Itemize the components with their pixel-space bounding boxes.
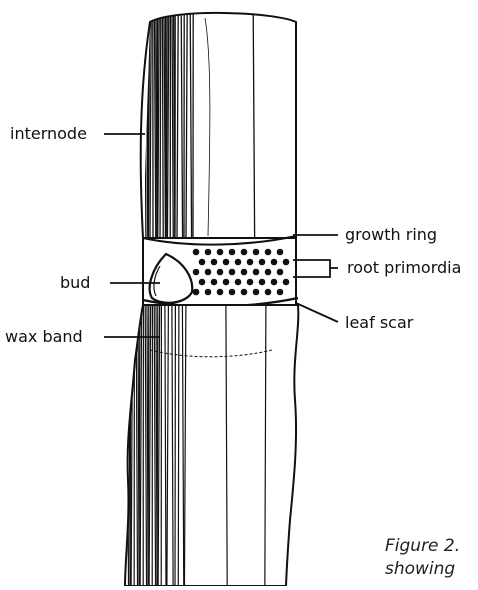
root-primordium-dot: [223, 279, 230, 286]
figure-caption-line1: Figure 2.: [385, 535, 460, 557]
root-primordium-dot: [253, 249, 260, 256]
root-primordium-dot: [265, 289, 272, 296]
root-primordium-dot: [205, 249, 212, 256]
root-primordium-dot: [277, 269, 284, 276]
root-primordium-dot: [193, 249, 200, 256]
root-primordium-dot: [265, 249, 272, 256]
root-primordium-dot: [241, 289, 248, 296]
root-primordium-dot: [211, 279, 218, 286]
root-primordium-dot: [277, 249, 284, 256]
root-primordium-dot: [199, 279, 206, 286]
root-primordium-dot: [247, 279, 254, 286]
root-primordia-label: root primordia: [347, 259, 461, 277]
figure-caption-line2: showing: [385, 558, 455, 580]
root-primordium-dot: [283, 279, 290, 286]
root-primordium-dot: [229, 269, 236, 276]
root-primordium-dot: [205, 269, 212, 276]
root-primordium-dot: [241, 249, 248, 256]
lower-internode: [120, 305, 298, 586]
root-primordium-dot: [211, 259, 218, 266]
root-primordium-dot: [193, 269, 200, 276]
root-primordium-dot: [217, 289, 224, 296]
root-primordium-dot: [271, 259, 278, 266]
root-primordium-dot: [259, 279, 266, 286]
root-primordium-dot: [235, 279, 242, 286]
wax-band-label: wax band: [5, 328, 83, 346]
root-primordium-dot: [247, 259, 254, 266]
root-primordium-dot: [277, 289, 284, 296]
root-primordium-dot: [259, 259, 266, 266]
leaf-scar-label: leaf scar: [345, 314, 413, 332]
bud-label: bud: [60, 274, 90, 292]
node-band: [143, 236, 298, 307]
leaf-scar-leader: [296, 303, 338, 322]
root-primordium-dot: [235, 259, 242, 266]
root-primordium-dot: [199, 259, 206, 266]
root-primordium-dot: [265, 269, 272, 276]
root-primordium-dot: [229, 289, 236, 296]
root-primordium-dot: [217, 249, 224, 256]
root-primordium-dot: [271, 279, 278, 286]
root-primordium-dot: [253, 289, 260, 296]
root-primordia-bracket: [293, 260, 330, 277]
root-primordium-dot: [205, 289, 212, 296]
internode-label: internode: [10, 125, 87, 143]
root-primordium-dot: [253, 269, 260, 276]
root-primordium-dot: [241, 269, 248, 276]
root-primordium-dot: [283, 259, 290, 266]
growth-ring-label: growth ring: [345, 226, 437, 244]
root-primordium-dot: [229, 249, 236, 256]
upper-internode: [139, 10, 296, 240]
root-primordium-dot: [217, 269, 224, 276]
root-primordium-dot: [223, 259, 230, 266]
root-primordium-dot: [193, 289, 200, 296]
